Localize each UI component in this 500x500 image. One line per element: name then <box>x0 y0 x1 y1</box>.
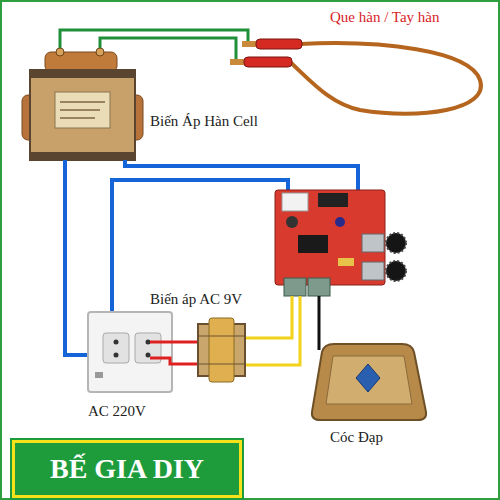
brand-banner: BẾ GIA DIY <box>12 440 242 498</box>
core-line <box>198 336 245 337</box>
foot-pedal-top <box>326 356 412 404</box>
part-label: Biến áp AC 9V <box>150 290 242 308</box>
transformer-core <box>30 70 135 160</box>
probe-tip <box>230 59 244 65</box>
transformer-frame <box>30 70 135 78</box>
black-wire <box>318 296 321 350</box>
transformer-terminal <box>56 48 64 56</box>
pot-knob <box>386 261 406 281</box>
plate-line <box>60 117 95 119</box>
board-part <box>338 258 354 266</box>
probe-label: Que hàn / Tay hàn <box>330 8 439 26</box>
yellow-wire <box>244 296 292 338</box>
transformer-terminal <box>96 48 104 56</box>
board-capacitor <box>286 216 298 228</box>
socket-outlet <box>103 333 129 363</box>
plate-line <box>60 101 105 103</box>
probe-handle <box>244 57 292 67</box>
socket-hole <box>146 340 151 345</box>
probe-tip <box>242 41 256 47</box>
green-wire <box>100 38 236 62</box>
transformer-frame <box>30 152 135 160</box>
banner-text: BẾ GIA DIY <box>50 453 204 485</box>
control-board <box>275 190 385 285</box>
foot-pedal-base <box>312 344 426 420</box>
core-line <box>198 364 245 365</box>
potentiometer <box>362 262 384 280</box>
part-label: Biến Áp Hàn Cell <box>150 112 258 130</box>
probe-cable <box>290 43 481 114</box>
board-relay <box>318 193 348 207</box>
part-label: Cóc Đạp <box>330 428 383 446</box>
transformer-plate <box>55 92 110 128</box>
plate-line <box>60 109 100 111</box>
socket-hole <box>114 353 119 358</box>
yellow-wire <box>244 296 300 365</box>
pot-knob <box>386 233 406 253</box>
small-transformer-coil <box>209 318 234 382</box>
red-wire <box>150 341 200 344</box>
pedal-logo <box>356 364 380 392</box>
board-chip <box>298 235 328 253</box>
terminal-block <box>308 278 330 296</box>
socket-switch <box>95 372 103 378</box>
board-connector <box>282 193 308 211</box>
probe-handle <box>256 39 302 49</box>
board-capacitor <box>335 217 345 227</box>
socket-hole <box>146 353 151 358</box>
terminal-block <box>284 278 306 296</box>
red-wire <box>150 358 200 364</box>
wall-socket <box>88 312 172 392</box>
power-label: AC 220V <box>88 402 146 420</box>
potentiometer <box>362 234 384 252</box>
socket-hole <box>114 340 119 345</box>
green-wire <box>60 30 248 50</box>
